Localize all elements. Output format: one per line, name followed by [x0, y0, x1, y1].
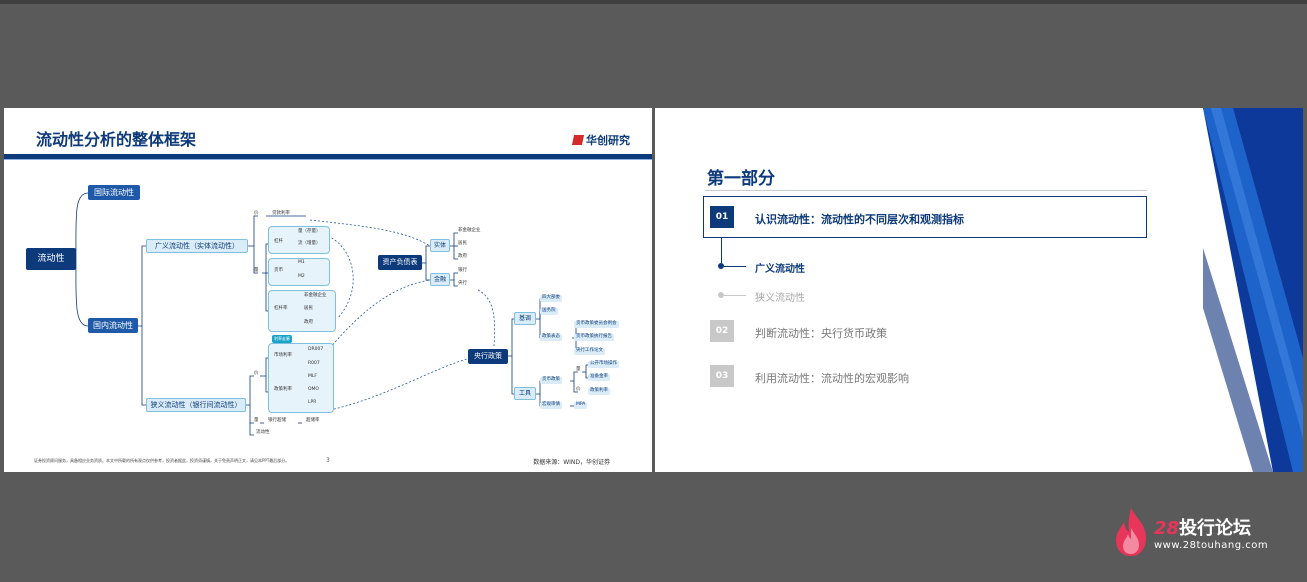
node-international: 国际流动性 — [88, 185, 140, 200]
node-root: 流动性 — [26, 248, 76, 270]
node-market-rate: 市场利率 — [274, 353, 292, 358]
node-macro-prudential: 宏观审慎 — [540, 402, 562, 409]
part-title: 第一部分 — [707, 169, 775, 189]
slide-source: 数据来源：WIND，华创证券 — [533, 459, 610, 466]
viewer-top-bar — [0, 0, 1307, 4]
node-government: 政府 — [304, 320, 313, 325]
watermark-number: 28 — [1154, 517, 1180, 539]
slide-page-number: 3 — [326, 457, 330, 464]
node-broad: 广义流动性（实体流动性） — [146, 239, 248, 253]
node-nonfin-co: 非金融企业 — [458, 228, 481, 233]
node-loan-rate: 贷款利率 — [272, 211, 290, 216]
node-mp-quantity: 量 — [576, 367, 581, 372]
node-narrow: 狭义流动性（银行间流动性） — [146, 398, 246, 412]
node-household: 居民 — [304, 306, 313, 311]
node-finance: 金融 — [430, 273, 450, 286]
slide-title: 流动性分析的整体框架 — [36, 130, 197, 149]
watermark-url: www.28touhang.com — [1154, 539, 1269, 551]
group-currency — [268, 258, 330, 286]
sub-dot-inactive — [718, 292, 724, 298]
toc-number-02: 02 — [710, 320, 734, 342]
toc-item-active-box[interactable] — [703, 196, 1147, 238]
node-price2: 价 — [254, 371, 259, 376]
sub-line-active — [724, 266, 746, 267]
node-domestic: 国内流动性 — [88, 318, 138, 333]
node-npc: 四大部委 — [540, 295, 562, 302]
node-state-council: 国务院 — [540, 308, 558, 315]
indicator-tag: 利率走廊 — [272, 335, 292, 343]
node-balance-sheet: 资产负债表 — [378, 255, 422, 270]
node-stock: 量（存量） — [298, 229, 321, 234]
node-policy-rate-cb: 政策利率 — [588, 388, 610, 395]
node-entity: 实体 — [430, 239, 450, 252]
node-central-bank: 央行 — [458, 281, 467, 286]
node-tools: 工具 — [514, 387, 536, 400]
sub-item-narrow[interactable]: 狭义流动性 — [755, 293, 805, 304]
node-bank: 银行 — [458, 268, 467, 273]
flame-logo-icon — [1116, 508, 1146, 556]
watermark-name: 投行论坛 — [1179, 517, 1252, 539]
brand-logo: 华创研究 — [571, 132, 630, 148]
sub-line-inactive — [724, 295, 746, 296]
node-flow: 流（增量） — [298, 241, 321, 246]
node-mpc: 货币政策委员会例会 — [574, 321, 619, 328]
sub-dot-active — [718, 263, 724, 269]
node-mp-report: 货币政策执行报告 — [574, 334, 614, 341]
node-m2: M2 — [298, 274, 305, 279]
node-dr007: DR007 — [308, 347, 324, 352]
node-policy-rate: 政策利率 — [274, 387, 292, 392]
toc-label-03[interactable]: 利用流动性：流动性的宏观影响 — [755, 372, 909, 385]
node-policy-view: 政策表态 — [540, 334, 562, 341]
node-currency: 货币 — [274, 268, 283, 273]
toc-number-03: 03 — [710, 365, 734, 387]
node-omo: OMO — [308, 387, 319, 392]
node-cb-policy: 央行政策 — [468, 349, 508, 364]
node-mpa: MPA — [574, 402, 588, 409]
toc-label-01[interactable]: 认识流动性：流动性的不同层次和观测指标 — [755, 213, 964, 226]
toc-label-02[interactable]: 判断流动性：央行货币政策 — [755, 327, 887, 340]
slide-section[interactable]: 第一部分 01 认识流动性：流动性的不同层次和观测指标 广义流动性 狭义流动性 … — [655, 108, 1303, 472]
node-cb-paper: 央行工作论文 — [574, 348, 605, 355]
sub-item-broad[interactable]: 广义流动性 — [755, 264, 805, 275]
part-divider — [705, 190, 1147, 191]
toc-number-01: 01 — [710, 206, 734, 228]
node-liquidity: 流动性 — [256, 430, 270, 435]
node-mlf: MLF — [308, 374, 317, 379]
node-r007: R007 — [308, 361, 320, 366]
node-mp-tools: 货币政策 — [540, 377, 562, 384]
node-quantity2: 量 — [254, 418, 259, 423]
slide-mindmap[interactable]: 流动性分析的整体框架 华创研究 — [4, 108, 652, 472]
group-leverage-rate — [268, 290, 336, 332]
node-nonfin: 非金融企业 — [304, 293, 327, 298]
node-leverage-rate: 杠杆率 — [274, 306, 288, 311]
node-omo-op: 公开市场操作 — [588, 361, 619, 368]
header-bar-accent — [4, 159, 652, 160]
group-rates — [268, 343, 334, 413]
node-gov: 政府 — [458, 254, 467, 259]
forum-watermark: 28投行论坛 www.28touhang.com — [1112, 506, 1268, 558]
sub-connector — [721, 238, 722, 268]
decorative-stripes — [1203, 108, 1303, 472]
node-leverage: 杠杆 — [274, 239, 283, 244]
node-bank-reserve: 银行超储 — [268, 418, 286, 423]
node-price1: 价 — [254, 211, 259, 216]
node-resident: 居民 — [458, 241, 467, 246]
node-lpr: LPR — [308, 400, 317, 405]
node-tone: 基调 — [514, 312, 536, 325]
group-leverage — [268, 226, 330, 254]
node-mp-price: 价 — [576, 387, 581, 392]
header-bar — [4, 154, 652, 159]
brand-name: 华创研究 — [586, 134, 630, 147]
node-m1: M1 — [298, 260, 305, 265]
node-excess-rate: 超储率 — [306, 418, 320, 423]
slide-footnote: 证券投资顾问服务，具备相应业务资质。本文中所载的所有观点仅供参考，投资者据此，投… — [34, 458, 290, 463]
node-rrr: 准备金率 — [588, 374, 610, 381]
node-quantity1: 量 — [254, 268, 259, 273]
